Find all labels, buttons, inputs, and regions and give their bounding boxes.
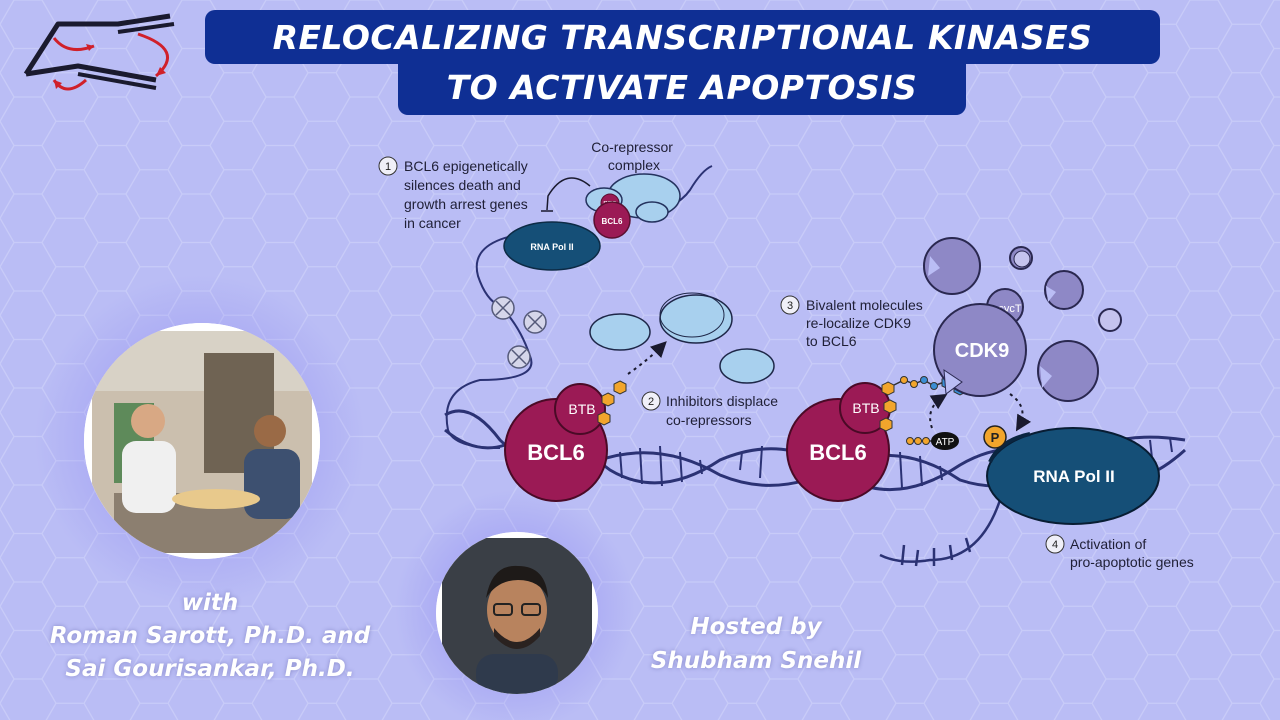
nascent-rna: [879, 499, 1002, 567]
atp-label: ATP: [936, 437, 955, 448]
corepressor-label: Co-repressor complex: [591, 139, 677, 173]
rna-pol-large-rim: [988, 432, 1031, 463]
btb-right-label: BTB: [852, 400, 879, 416]
btb-left: [554, 383, 606, 435]
rna-pol-small-label: RNA Pol II: [530, 242, 573, 252]
bcl6-right-label: BCL6: [809, 440, 866, 465]
bcl6-small: [593, 201, 631, 239]
step1-number: 1: [385, 161, 391, 173]
step4-number: 4: [1052, 539, 1058, 551]
step1-text: BCL6 epigenetically silences death and g…: [404, 158, 532, 231]
host-photo: [436, 532, 598, 694]
title-line-2: TO ACTIVATE APOPTOSIS: [398, 60, 966, 115]
phospho-badge: [983, 425, 1007, 449]
atp-arrow: [929, 393, 948, 429]
bcl6-small-label: BCL6: [602, 217, 623, 226]
host-name: Shubham Snehil: [650, 648, 862, 674]
repression-tbar: [541, 177, 591, 212]
step4-text: Activation of pro-apoptotic genes: [1070, 536, 1194, 570]
guest-names-line-1: Roman Sarott, Ph.D. and: [49, 623, 371, 649]
displaced-corepressors: [589, 292, 775, 384]
nucleosomes: [491, 296, 547, 369]
hosted-by-label: Hosted by: [690, 614, 822, 640]
displacement-arrow: [627, 341, 667, 375]
inhibitor-molecule: [597, 380, 627, 426]
atp-molecule: [906, 432, 959, 450]
podcast-logo: [23, 13, 175, 91]
rna-pol-large: [986, 427, 1160, 525]
btb-left-label: BTB: [568, 401, 595, 417]
rna-pol-small: [503, 221, 601, 271]
step3-number: 3: [787, 300, 793, 312]
step2-text: Inhibitors displace co-repressors: [666, 393, 782, 428]
step1-badge: [378, 156, 398, 176]
phospho-arrow: [1009, 393, 1032, 432]
guests-photo: [84, 323, 320, 559]
step4-badge: [1045, 534, 1065, 554]
bcl6-left-label: BCL6: [527, 440, 584, 465]
cdk9-label: CDK9: [955, 340, 1009, 362]
guest-names-line-2: Sai Gourisankar, Ph.D.: [65, 656, 355, 682]
cdk9: [933, 303, 1027, 397]
title-line-1: RELOCALIZING TRANSCRIPTIONAL KINASES: [205, 10, 1160, 64]
step3-text: Bivalent molecules re-localize CDK9 to B…: [806, 297, 927, 349]
step2-number: 2: [648, 396, 654, 408]
dna-rungs: [619, 437, 1173, 489]
phospho-label: P: [991, 430, 1000, 445]
rna-pol-large-label: RNA Pol II: [1033, 467, 1115, 486]
step3-badge: [780, 295, 800, 315]
with-label: with: [181, 590, 239, 616]
step2-badge: [641, 391, 661, 411]
cdk9-pocket: [943, 369, 963, 395]
